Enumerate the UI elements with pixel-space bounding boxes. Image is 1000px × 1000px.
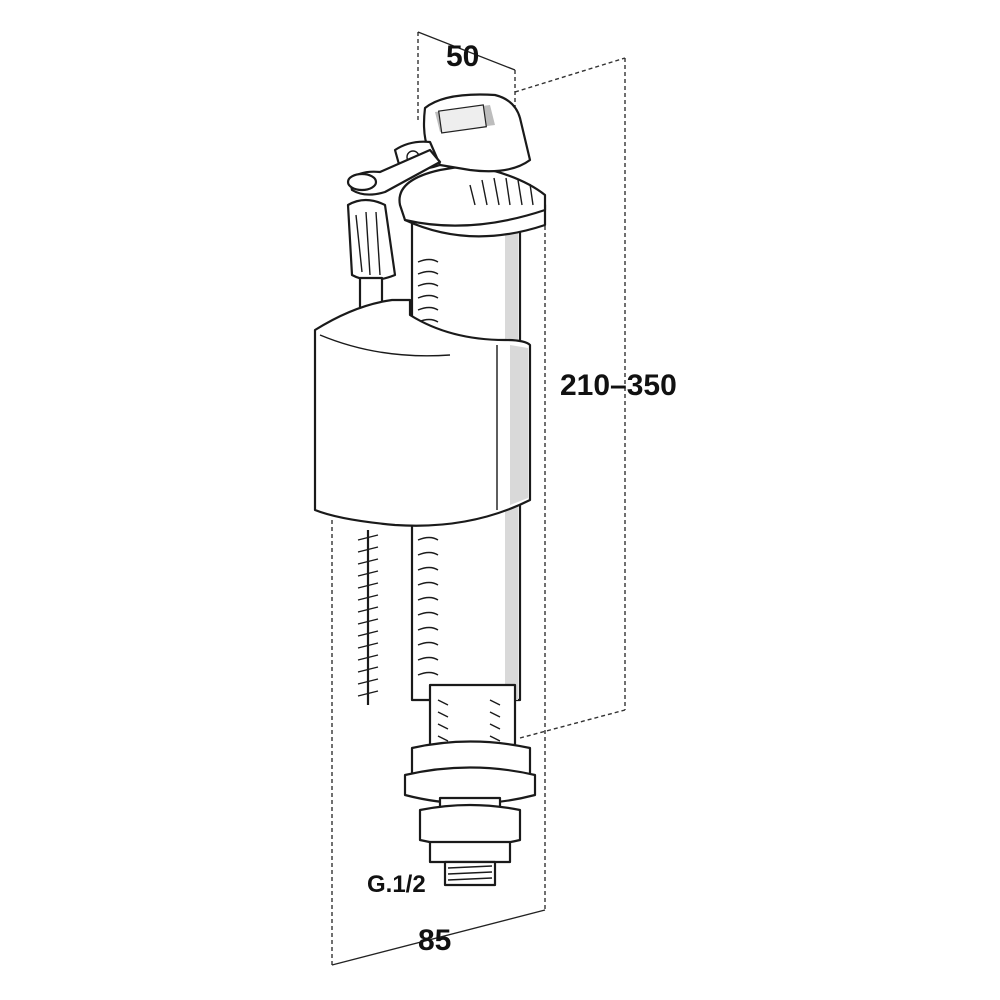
inner-spring-upper bbox=[417, 258, 439, 323]
height-range-label: 210–350 bbox=[560, 369, 677, 402]
bottom-width-label: 85 bbox=[418, 924, 451, 957]
valve-head bbox=[346, 93, 547, 227]
threaded-rod bbox=[357, 530, 379, 705]
inner-spring-lower bbox=[417, 536, 439, 676]
float-cup bbox=[313, 298, 532, 527]
top-width-label: 50 bbox=[446, 40, 479, 73]
thread-size-label: G.1/2 bbox=[367, 871, 426, 898]
telescopic-section bbox=[428, 683, 517, 747]
base-fitting bbox=[403, 740, 537, 887]
dimension-lines bbox=[331, 31, 626, 966]
